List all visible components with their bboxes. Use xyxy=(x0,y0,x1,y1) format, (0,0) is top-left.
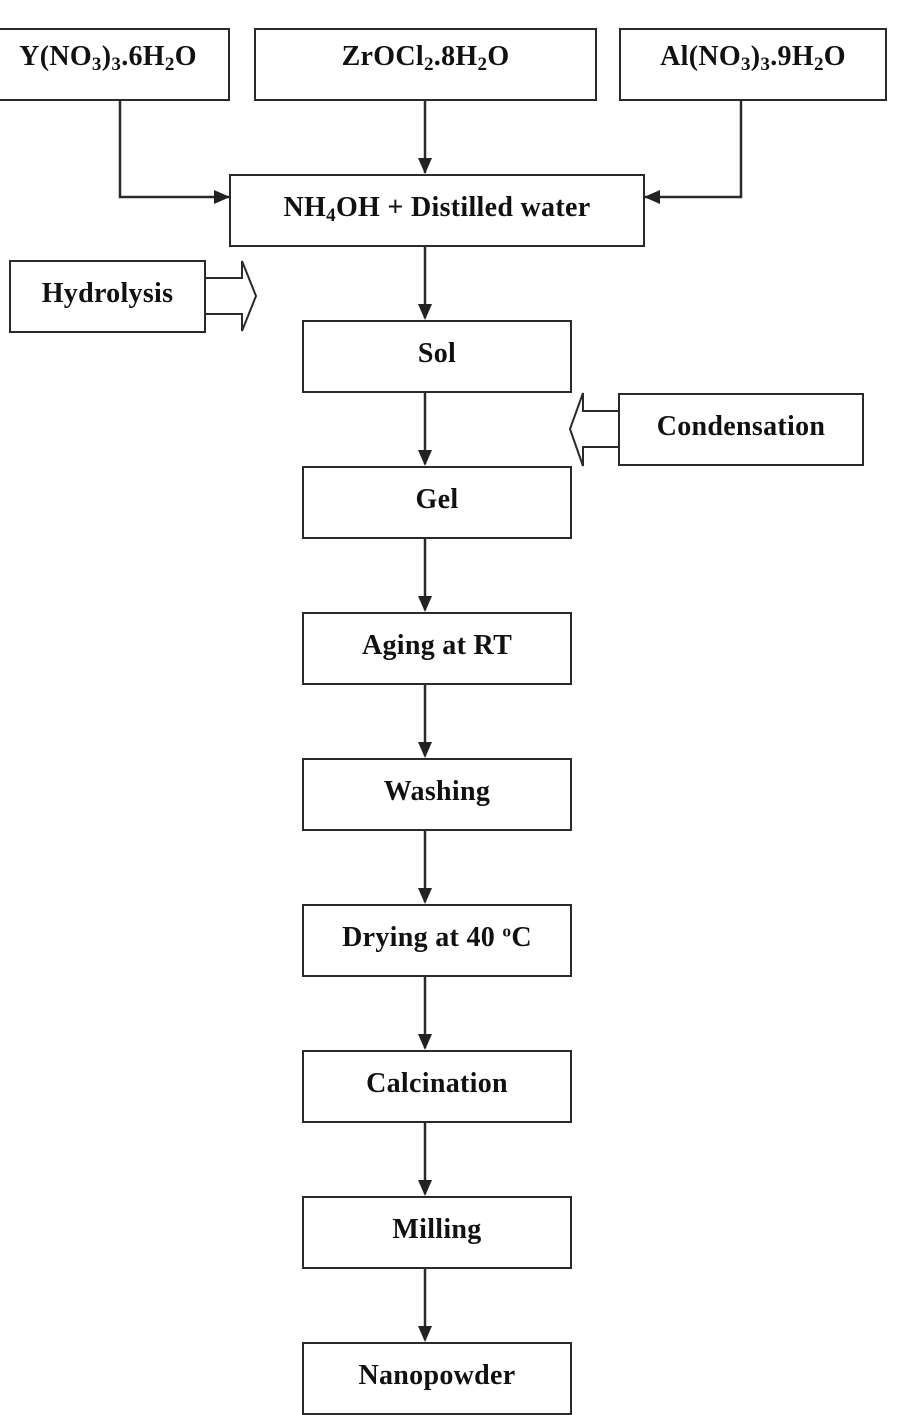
box-label: NH4OH + Distilled water xyxy=(283,191,591,226)
arrowhead xyxy=(418,158,432,174)
mixing-step-box: NH4OH + Distilled water xyxy=(229,174,645,247)
connector-aluminium-to-mixing xyxy=(645,100,743,199)
step-milling-box: Milling xyxy=(302,1196,572,1269)
arrowhead xyxy=(418,1180,432,1196)
hydrolysis-block-arrow xyxy=(204,260,258,332)
box-label: Al(NO3)3.9H2O xyxy=(660,41,846,75)
connector-yttrium-to-mixing xyxy=(118,100,229,199)
condensation-box: Condensation xyxy=(618,393,864,466)
precursor-zirconium-oxychloride: ZrOCl2.8H2O xyxy=(254,28,597,101)
arrowhead xyxy=(418,1326,432,1342)
box-label: ZrOCl2.8H2O xyxy=(341,41,510,75)
condensation-block-arrow xyxy=(568,392,620,467)
arrowhead xyxy=(418,450,432,466)
box-label: Drying at 40 oC xyxy=(342,920,532,953)
box-label: Sol xyxy=(417,337,457,369)
box-label: Aging at RT xyxy=(361,629,513,661)
step-washing-box: Washing xyxy=(302,758,572,831)
arrowhead xyxy=(418,304,432,320)
condensation-label: Condensation xyxy=(656,410,826,442)
box-label: Nanopowder xyxy=(358,1359,516,1391)
arrowhead xyxy=(418,596,432,612)
arrowhead xyxy=(418,1034,432,1050)
step-aging-box: Aging at RT xyxy=(302,612,572,685)
arrowhead xyxy=(418,888,432,904)
box-label: Gel xyxy=(415,483,459,515)
step-gel-box: Gel xyxy=(302,466,572,539)
precursor-yttrium-nitrate: Y(NO3)3.6H2O xyxy=(0,28,230,101)
box-label: Y(NO3)3.6H2O xyxy=(19,41,197,75)
step-drying-box: Drying at 40 oC xyxy=(302,904,572,977)
step-calcination-box: Calcination xyxy=(302,1050,572,1123)
step-sol-box: Sol xyxy=(302,320,572,393)
arrowhead xyxy=(644,190,660,204)
step-nanopowder-box: Nanopowder xyxy=(302,1342,572,1415)
arrowhead xyxy=(418,742,432,758)
arrowhead xyxy=(214,190,230,204)
precursor-aluminium-nitrate: Al(NO3)3.9H2O xyxy=(619,28,887,101)
box-label: Milling xyxy=(392,1213,482,1245)
box-label: Calcination xyxy=(366,1067,508,1099)
box-label: Washing xyxy=(383,775,491,807)
hydrolysis-box: Hydrolysis xyxy=(9,260,206,333)
hydrolysis-label: Hydrolysis xyxy=(41,277,174,309)
